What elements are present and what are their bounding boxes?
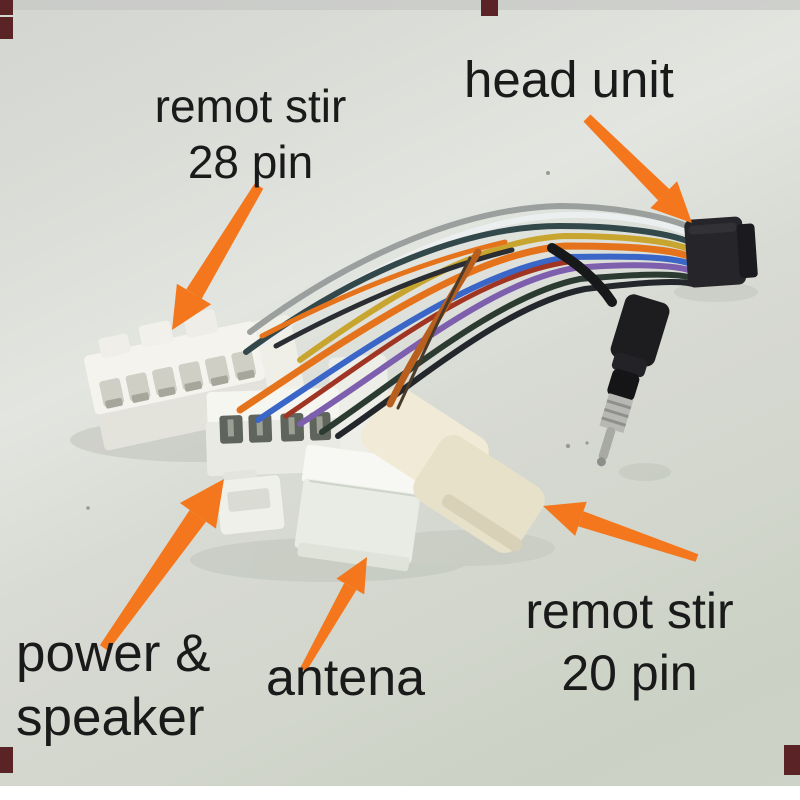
label-remote-20pin-line1: remot stir [525, 583, 734, 639]
label-power-speaker: power & speaker [16, 622, 210, 750]
arrow-to-head-unit [583, 114, 692, 223]
label-head-unit: head unit [464, 51, 674, 108]
antenna-connector [294, 444, 425, 572]
wire-bundle [236, 202, 696, 439]
label-remote-20pin-line2: 20 pin [561, 645, 698, 701]
arrow-to-antenna [300, 557, 367, 672]
label-remote-20pin: remot stir 20 pin [512, 580, 747, 704]
label-remote-28pin-line1: remot stir [154, 80, 347, 132]
corner-mark-top-left-a [0, 0, 13, 15]
label-antenna: antena [266, 649, 426, 707]
arrow-to-28pin [172, 183, 264, 330]
remote-20pin-connector [361, 387, 545, 553]
arrow-to-power-speaker [99, 479, 224, 651]
label-remote-28pin-line2: 28 pin [187, 136, 314, 188]
corner-mark-bottom-left [0, 747, 13, 773]
label-remote-28pin: remot stir 28 pin [138, 78, 363, 190]
label-power-speaker-line2: speaker [16, 688, 205, 747]
head-unit-connector [684, 216, 758, 288]
corner-mark-top-center [481, 0, 498, 16]
annotation-arrows [99, 114, 699, 672]
arrow-to-20pin [543, 501, 699, 562]
small-sub-connector [216, 469, 285, 535]
label-power-speaker-line1: power & [16, 624, 211, 683]
corner-mark-bottom-right [784, 745, 800, 775]
antenna-plug [547, 243, 670, 467]
dust-specks [86, 171, 589, 510]
bottom-white-band [0, 786, 800, 800]
corner-mark-top-left-b [0, 17, 13, 39]
